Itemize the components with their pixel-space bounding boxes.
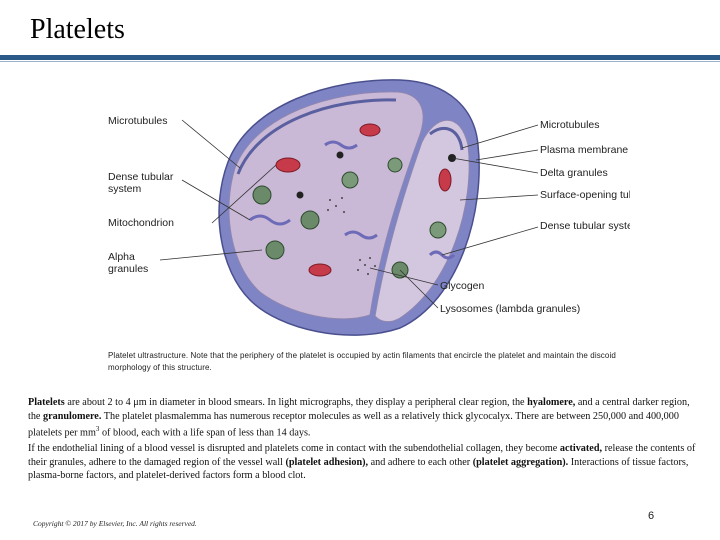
alpha-granule-shape <box>300 210 320 230</box>
mitochondrion-shape <box>275 157 301 173</box>
alpha-granule-shape <box>252 185 272 205</box>
microtubule-band <box>236 98 397 175</box>
para1-text-b: and a central darker region, the <box>28 397 690 422</box>
label-mitochondrion: Mitochondrion <box>108 217 174 229</box>
platelet-cut-face-left <box>228 91 424 320</box>
label-plasma-membrane: Plasma membrane <box>540 144 628 156</box>
dense-tubular-shape <box>344 230 378 240</box>
alpha-granule-shape <box>265 240 285 260</box>
page-number: 6 <box>648 510 655 522</box>
label-lysosomes: Lysosomes (lambda granules) <box>440 303 580 315</box>
para1-text-a: are about 2 to 4 μm in diameter in blood… <box>64 397 528 408</box>
label-alpha-granules-1: Alpha <box>108 251 135 263</box>
term-granulomere: granulomere. <box>43 410 102 422</box>
alpha-granule-shape <box>429 221 447 239</box>
term-activated: activated, <box>559 443 603 454</box>
mitochondrion-shape <box>438 168 452 192</box>
para1-text-c: The platelet plasmalemma has numerous re… <box>28 410 679 439</box>
delta-granule-shape <box>296 191 304 199</box>
copyright-notice: Copyright © 2017 by Elsevier, Inc. All r… <box>33 519 197 528</box>
term-platelets: Platelets <box>28 397 65 408</box>
label-alpha-granules-2: granules <box>108 263 148 275</box>
paragraph-activation: If the endothelial lining of a blood ves… <box>28 442 696 483</box>
microtubule-band-right <box>429 127 464 151</box>
label-delta-granules: Delta granules <box>540 167 608 179</box>
alpha-granule-shape <box>387 157 403 173</box>
mitochondrion-shape <box>359 123 381 137</box>
mitochondrion-shape <box>308 263 332 277</box>
alpha-granule-shape <box>341 171 359 189</box>
slide-title: Platelets <box>30 14 125 45</box>
title-divider-thin <box>0 61 720 62</box>
term-hyalomere: hyalomere, <box>527 397 576 408</box>
term-platelet-adhesion: (platelet adhesion), <box>285 456 369 468</box>
figure-caption: Platelet ultrastructure. Note that the p… <box>108 350 668 374</box>
para2-text-c: and adhere to each other <box>368 456 473 468</box>
para2-text-b: release the contents of their granules, … <box>28 443 696 468</box>
term-platelet-aggregation: (platelet aggregation). <box>472 456 569 468</box>
glycogen-particles <box>327 197 376 275</box>
para2-text-a: If the endothelial lining of a blood ves… <box>28 443 560 454</box>
label-surface-opening-tubule: Surface-opening tubule <box>540 189 630 201</box>
dense-tubular-shape <box>324 140 358 150</box>
label-glycogen: Glycogen <box>440 280 485 292</box>
platelet-illustration: Microtubules Dense tubular system Mitoch… <box>100 70 630 345</box>
label-dense-tubular-right: Dense tubular system <box>540 220 630 232</box>
paragraph-platelets: Platelets are about 2 to 4 μm in diamete… <box>28 396 696 440</box>
platelet-diagram-svg: Microtubules Dense tubular system Mitoch… <box>108 79 630 336</box>
dense-tubular-shape <box>249 214 291 226</box>
para2-text-d: Interactions of tissue factors, plasma-b… <box>28 456 689 482</box>
caption-line-2: morphology of this structure. <box>108 363 212 372</box>
label-dense-tubular-left-1: Dense tubular <box>108 171 174 183</box>
label-microtubules-right: Microtubules <box>540 119 600 131</box>
title-divider <box>0 55 720 60</box>
label-microtubules-left: Microtubules <box>108 115 168 127</box>
label-dense-tubular-left-2: system <box>108 183 142 195</box>
delta-granule-shape <box>336 151 344 159</box>
superscript-3: 3 <box>95 425 100 434</box>
caption-line-1: Platelet ultrastructure. Note that the p… <box>108 351 616 360</box>
para1-text-d: of blood, each with a life span of less … <box>99 427 311 439</box>
label-leader-lines <box>159 119 539 309</box>
